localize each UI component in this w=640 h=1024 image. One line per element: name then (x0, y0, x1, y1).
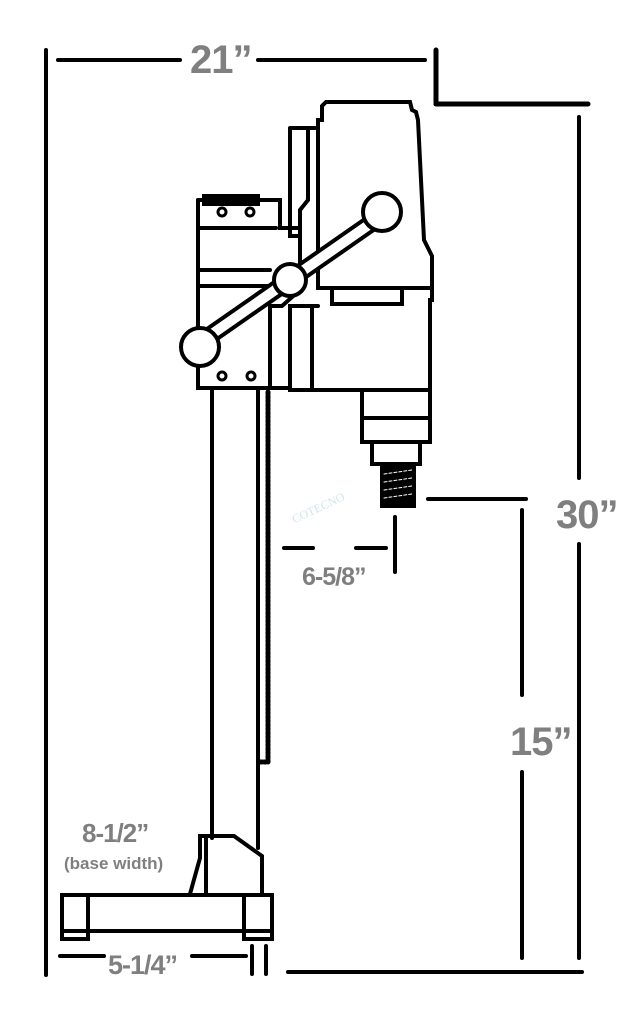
dimension-line-6-5-8 (282, 515, 397, 574)
dimension-label-column-to-spindle: 6-5/8” (302, 563, 366, 591)
dimension-label-overall-height: 30” (556, 493, 618, 537)
dimension-line-5-1-4 (58, 944, 268, 976)
dimension-line-15 (426, 497, 528, 960)
dimension-label-overall-depth: 21” (190, 38, 252, 82)
spindle (360, 388, 432, 508)
dimension-line-21 (44, 47, 591, 977)
base (60, 834, 274, 941)
dimension-label-base-width: 8-1/2” (82, 818, 149, 848)
dimension-label-travel: 15” (510, 720, 572, 764)
dimension-label-base-depth: 5-1/4” (108, 950, 178, 980)
motor-housing (288, 100, 434, 392)
dimension-note-base-width: (base width) (64, 854, 164, 873)
dimension-line-30 (286, 115, 584, 974)
column (210, 388, 271, 850)
carriage (196, 194, 302, 390)
feed-handle (179, 191, 403, 368)
